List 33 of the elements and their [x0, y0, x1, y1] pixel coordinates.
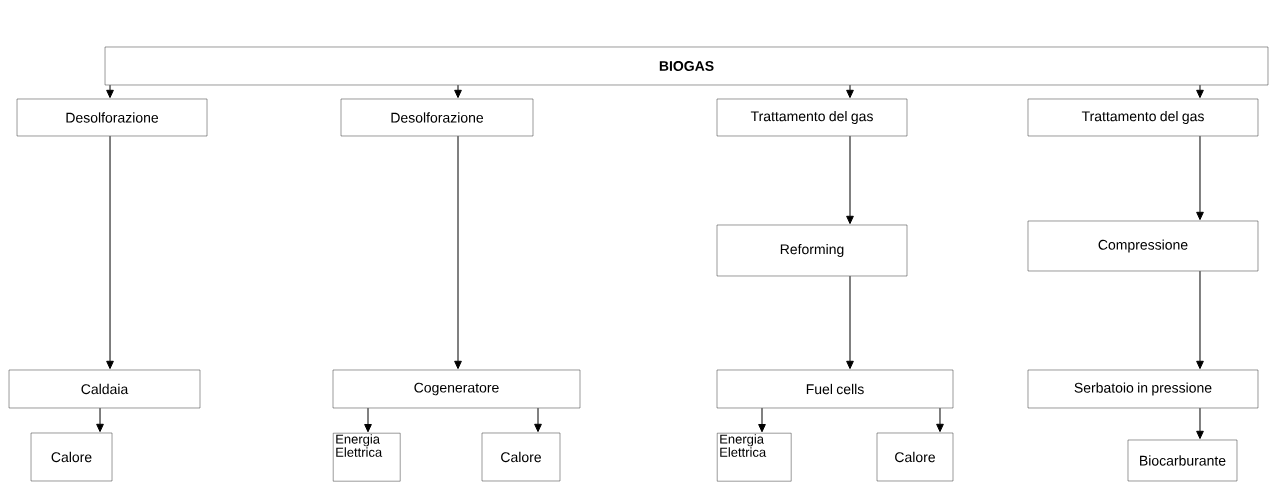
arrow [846, 135, 854, 225]
arrow [1196, 84, 1204, 99]
arrow [454, 84, 462, 99]
process-box: Serbatoio in pressione [1027, 369, 1259, 409]
process-box: Trattamento del gas [716, 98, 908, 137]
arrow [534, 407, 542, 433]
process-box: Calore [30, 432, 113, 482]
process-box: Fuel cells [716, 369, 954, 409]
process-box: Compressione [1027, 220, 1259, 272]
process-box: Desolforazione [340, 98, 534, 137]
process-box: BIOGAS [104, 46, 1269, 86]
process-box: Desolforazione [16, 98, 208, 137]
arrow [936, 407, 944, 433]
arrow [106, 135, 114, 370]
process-box: Cogeneratore [332, 369, 581, 409]
process-box: Energia Elettrica [717, 433, 792, 482]
process-box: Calore [876, 432, 954, 482]
process-box: Energia Elettrica [333, 433, 401, 482]
process-box: Caldaia [8, 369, 201, 409]
process-box: Trattamento del gas [1027, 98, 1259, 137]
arrow [1196, 135, 1204, 221]
arrow [106, 84, 114, 99]
arrow [96, 407, 104, 433]
arrow [1196, 407, 1204, 440]
arrow [846, 275, 854, 370]
process-box: Biocarburante [1127, 439, 1238, 482]
process-box: Calore [481, 432, 561, 482]
arrow [364, 407, 372, 433]
arrow [1196, 270, 1204, 370]
arrow [454, 135, 462, 370]
arrow [758, 407, 766, 433]
arrow [846, 84, 854, 99]
process-box: Reforming [716, 224, 908, 277]
